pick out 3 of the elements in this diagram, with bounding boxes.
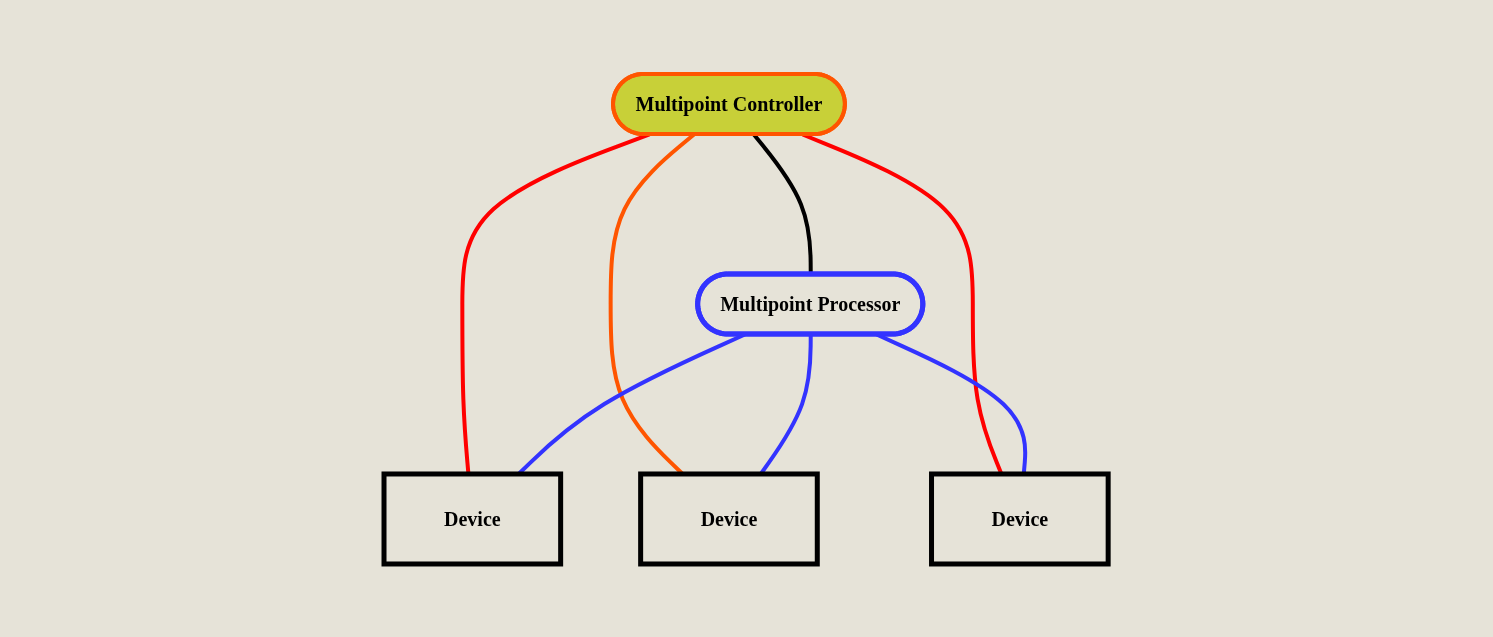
node-box: Device xyxy=(638,471,821,566)
node-box: Device xyxy=(929,471,1112,566)
node-box: Device xyxy=(381,471,564,566)
